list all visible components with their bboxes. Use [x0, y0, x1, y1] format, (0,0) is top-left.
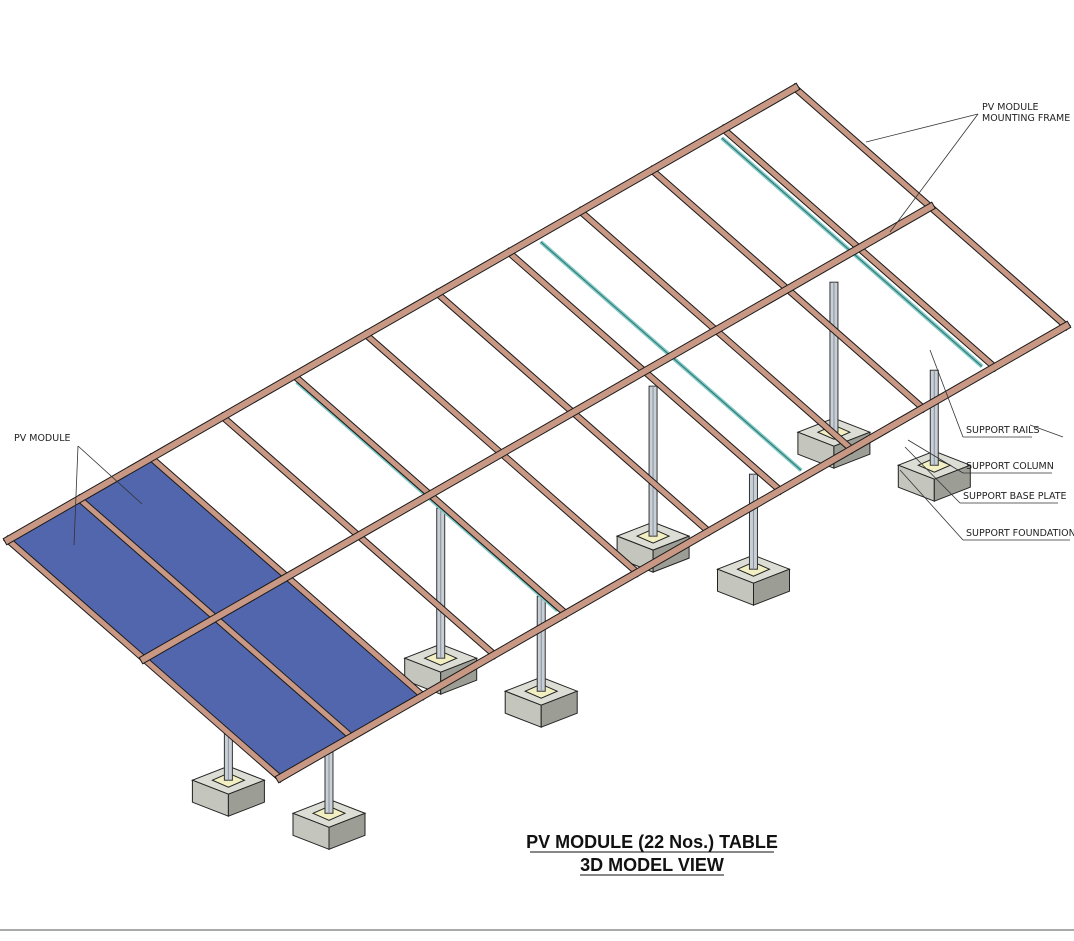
leader-rails [929, 349, 964, 438]
leader-pv-module-1 [77, 445, 143, 505]
mounting-frame [2, 82, 1072, 784]
leader-frame-2 [889, 113, 979, 233]
foundation-side-right [328, 812, 366, 851]
leader-plate [904, 446, 961, 504]
leader-lines [73, 113, 1070, 546]
mounting-frame-label-line2: MOUNTING FRAME [982, 113, 1070, 124]
drawing-subtitle: 3D MODEL VIEW [580, 855, 724, 875]
support-structures [191, 281, 972, 851]
support-base-plate-label: SUPPORT BASE PLATE [963, 491, 1067, 502]
foundation-side-right [753, 568, 790, 606]
mounting-frame-label-line1: PV MODULE [982, 102, 1039, 113]
frame-long-member [139, 202, 935, 664]
foundation-side-right [540, 690, 578, 728]
support-foundation-label: SUPPORT FOUNDATION [966, 528, 1074, 539]
foundation-side-right [227, 779, 265, 817]
leader-pv-module-2 [73, 445, 79, 546]
support-column-label: SUPPORT COLUMN [966, 461, 1054, 472]
support-rails-label: SUPPORT RAILS [966, 425, 1040, 436]
drawing-title: PV MODULE (22 Nos.) TABLE [526, 832, 778, 852]
pv-module-label: PV MODULE [14, 433, 71, 444]
leader-frame-1 [865, 113, 979, 143]
frame-long-member [275, 321, 1071, 783]
frame-long-member [3, 83, 800, 545]
leader-foundation [899, 469, 964, 541]
leader-rails-tail [1029, 424, 1064, 438]
leader-column [907, 439, 964, 474]
